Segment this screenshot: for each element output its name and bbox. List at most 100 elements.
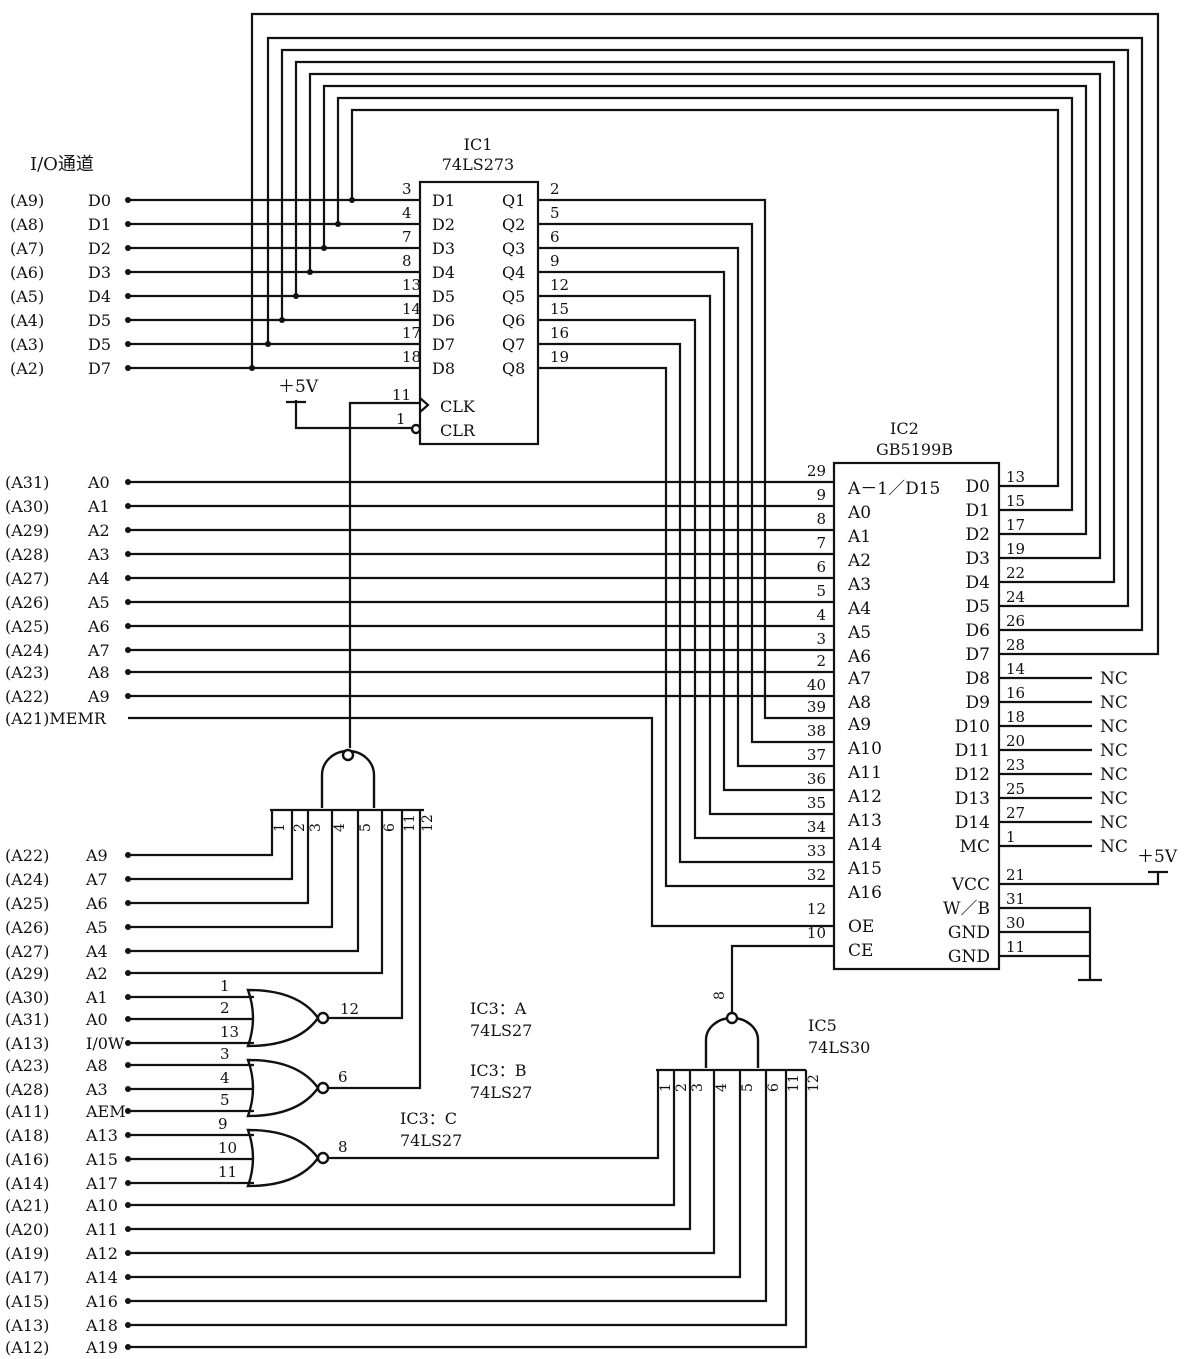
ic3b-pin-number: 4	[220, 1069, 230, 1087]
io-pin-label: (A21)	[5, 1196, 49, 1215]
io-pin-label: (A22)	[5, 846, 49, 865]
io-signal-label: A5	[85, 918, 108, 937]
decode-input-wire	[128, 1070, 742, 1279]
io-signal-label: A5	[87, 593, 110, 612]
ic1-pin-name: Q7	[502, 335, 525, 354]
io-pin-label: (A29)	[5, 521, 49, 540]
io-signal-label: D4	[88, 287, 111, 306]
vcc-label-ic1: ＋5V	[278, 377, 319, 397]
ic2-pin-number: 34	[807, 818, 826, 836]
ic2-pin-number: 6	[816, 558, 826, 576]
io-signal-label: A19	[85, 1338, 118, 1357]
ic1-clk-label: CLK	[440, 397, 476, 416]
ic2-pin-name: D11	[955, 741, 990, 761]
signal-terminal	[125, 924, 131, 930]
ic1-pin-number: 2	[550, 180, 560, 198]
ic3a-title: IC3：A	[470, 999, 527, 1018]
signal-terminal	[125, 970, 131, 976]
ic1-pin-name: Q4	[502, 263, 525, 282]
io-pin-label: (A4)	[10, 311, 44, 330]
io-signal-label: A0	[85, 1010, 108, 1029]
ic3b-nor-gate	[246, 1058, 320, 1118]
ic1-pin-name: Q5	[502, 287, 525, 306]
ic2-pin-number: 30	[1006, 914, 1025, 932]
ic2-pin-number: 39	[807, 698, 826, 716]
io-signal-label: A3	[87, 545, 110, 564]
io-signal-label: A10	[85, 1196, 118, 1215]
ic3b-nor-gate-bubble	[316, 1081, 330, 1095]
io-signal-label: A7	[85, 870, 108, 889]
ic3c-output-wire	[328, 1070, 660, 1160]
ic1-pin-name: D2	[432, 215, 455, 234]
ic2-pin-number: 4	[816, 606, 826, 624]
ic1-title: IC1	[464, 135, 493, 154]
io-pin-label: (A24)	[5, 870, 49, 889]
ic2-pin-number: 16	[1006, 684, 1025, 702]
ic2-pin-name: CE	[848, 941, 873, 961]
vcc-wire	[999, 872, 1160, 886]
ic2-pin-number: 35	[807, 794, 826, 812]
ic2-pin-name: D6	[966, 621, 990, 641]
clr-inverter-bubble	[410, 423, 422, 435]
ic2-data-loop-wire	[350, 108, 1060, 488]
ic2-pin-name: D7	[966, 645, 990, 665]
io-signal-label: D3	[88, 263, 111, 282]
io-pin-label: (A25)	[5, 617, 49, 636]
ic2-pin-name: MC	[960, 837, 990, 857]
ic2-pin-number: 7	[816, 534, 826, 552]
ic2-pin-name: A8	[847, 693, 871, 713]
ic1-pin-number: 14	[402, 300, 421, 318]
ic1-pin-name: Q3	[502, 239, 525, 258]
io-signal-label: A16	[85, 1292, 118, 1311]
io-pin-label: (A8)	[10, 215, 44, 234]
ic3a-nor-gate-bubble	[316, 1011, 330, 1025]
io-signal-label: A6	[87, 617, 110, 636]
ic5-pin-number: 5	[740, 1083, 756, 1092]
io-signal-label: A8	[87, 663, 110, 682]
ic3a-part: 74LS27	[470, 1021, 532, 1040]
ic2-pin-name: D10	[955, 717, 990, 737]
io-pin-label: (A31)	[5, 1010, 49, 1029]
io-signal-label: A7	[87, 641, 110, 660]
ic2-pin-number: 11	[1006, 938, 1025, 956]
ic2-pin-name: A7	[847, 669, 871, 689]
ic2-pin-name: A2	[847, 551, 871, 571]
ic3b-output-wire	[328, 810, 422, 1090]
ic1-pin-number: 15	[550, 300, 569, 318]
ic2-data-loop-wire	[322, 84, 1088, 536]
ic1-part: 74LS273	[442, 155, 514, 174]
ic3a-pin-number: 2	[220, 999, 230, 1017]
ic5-pin-number: 2	[674, 1083, 690, 1092]
ic1-pin-name: Q8	[502, 359, 525, 378]
ic2-pin-name: A14	[847, 835, 882, 855]
ic4-pin-number: 6	[382, 823, 398, 832]
nc-label: NC	[1100, 717, 1128, 737]
io-signal-label: D1	[88, 215, 111, 234]
io-pin-label: (A16)	[5, 1150, 49, 1169]
ic1-pin-number: 4	[402, 204, 412, 222]
ic1-pin-name: D7	[432, 335, 455, 354]
nc-label: NC	[1100, 741, 1128, 761]
ic2-pin-name: A15	[847, 859, 882, 879]
io-pin-label: (A23)	[5, 663, 49, 682]
ic2-pin-name: A1	[847, 527, 871, 547]
ic4-pin-number: 3	[308, 823, 324, 832]
io-pin-label: (A28)	[5, 1080, 49, 1099]
ic2-pin-name: D9	[966, 693, 990, 713]
clock-edge-marker	[419, 397, 430, 413]
decode-input-wire	[128, 810, 274, 857]
ic1-pin-name: D6	[432, 311, 455, 330]
ic1-pin-number: 9	[550, 252, 560, 270]
decode-input-wire	[128, 1070, 676, 1207]
nc-label: NC	[1100, 693, 1128, 713]
vcc-label-ic2: ＋5V	[1137, 847, 1178, 867]
io-signal-label: A6	[85, 894, 108, 913]
ic1-pin-number: 16	[550, 324, 569, 342]
io-pin-label: (A23)	[5, 1056, 49, 1075]
ic2-pin-name: D8	[966, 669, 990, 689]
ic4-output-bubble	[341, 748, 355, 762]
ic5-pin-number: 8	[712, 991, 728, 1000]
io-signal-label: D0	[88, 191, 111, 210]
ic2-data-loop-wire	[266, 36, 1144, 632]
ic2-pin-name: A6	[847, 647, 871, 667]
